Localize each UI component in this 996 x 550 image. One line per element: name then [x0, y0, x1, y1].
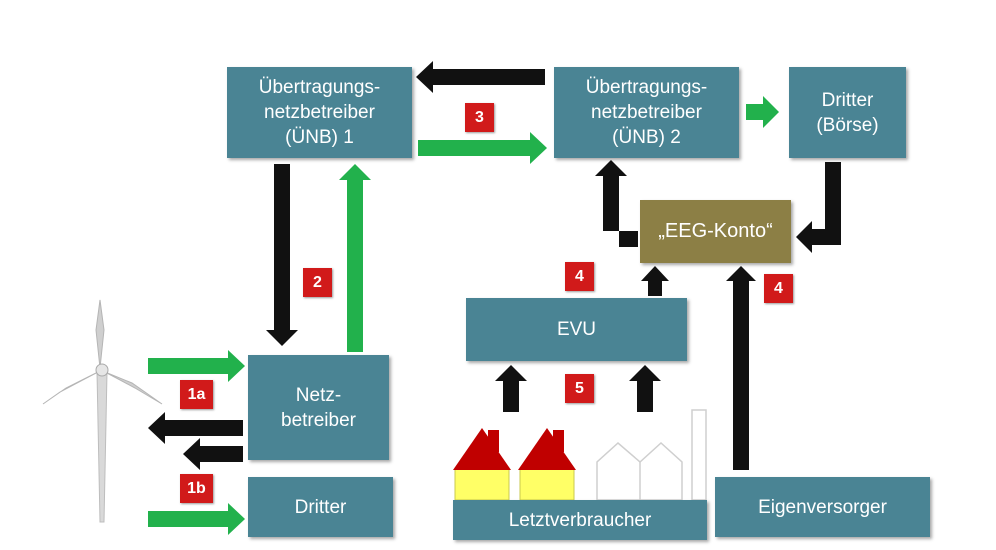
step-badge-2-text: 2: [313, 273, 322, 291]
step-badge-4-left-text: 4: [575, 267, 584, 285]
factory-icon: [596, 409, 707, 501]
netzbetreiber-box: Netz- betreiber: [248, 355, 389, 460]
step-badge-1b: 1b: [180, 474, 213, 503]
uenb-1-label: Übertragungs- netzbetreiber (ÜNB) 1: [258, 77, 381, 148]
dritter-label: Dritter: [294, 496, 347, 518]
house-icon: [453, 428, 511, 501]
eeg-konto-label: „EEG-Konto“: [658, 220, 773, 242]
wind-turbine-icon: [42, 299, 163, 523]
money-flow-arrows-green: [148, 96, 779, 535]
dritter-boerse-box: Dritter (Börse): [789, 67, 906, 158]
step-badge-5-text: 5: [575, 379, 584, 397]
step-badge-3: 3: [465, 103, 494, 132]
eigenversorger-label: Eigenversorger: [758, 496, 887, 518]
uenb-1-box: Übertragungs- netzbetreiber (ÜNB) 1: [227, 67, 412, 158]
step-badge-4-right: 4: [764, 274, 793, 303]
step-badge-1b-text: 1b: [187, 479, 206, 497]
step-badge-5: 5: [565, 374, 594, 403]
eigenversorger-box: Eigenversorger: [715, 477, 930, 537]
step-badge-4-right-text: 4: [774, 279, 783, 297]
letztverbraucher-box: Letztverbraucher: [453, 500, 707, 540]
evu-box: EVU: [466, 298, 687, 361]
house-icon: [518, 428, 576, 501]
letztverbraucher-label: Letztverbraucher: [508, 509, 652, 531]
netzbetreiber-label: Netz- betreiber: [281, 384, 356, 431]
uenb-2-box: Übertragungs- netzbetreiber (ÜNB) 2: [554, 67, 739, 158]
step-badge-4-left: 4: [565, 262, 594, 291]
money-flow-arrows-black: [148, 61, 841, 470]
step-badge-2: 2: [303, 268, 332, 297]
step-badge-1a-text: 1a: [187, 385, 206, 403]
dritter-box: Dritter: [248, 477, 393, 537]
evu-label: EVU: [556, 319, 597, 340]
dritter-boerse-label: Dritter (Börse): [816, 89, 879, 136]
step-badge-1a: 1a: [180, 380, 213, 409]
step-badge-3-text: 3: [475, 108, 484, 126]
eeg-konto-box: „EEG-Konto“: [640, 200, 791, 263]
uenb-2-label: Übertragungs- netzbetreiber (ÜNB) 2: [585, 77, 708, 148]
